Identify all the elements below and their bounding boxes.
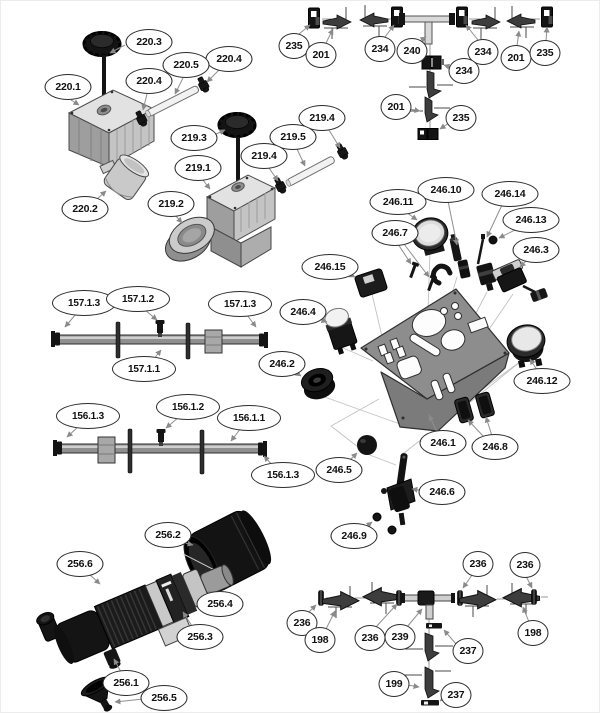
callout-156-1-3a[interactable]: 156.1.3 bbox=[56, 403, 120, 429]
callout-256-5[interactable]: 256.5 bbox=[140, 685, 188, 711]
push-button-246-12 bbox=[506, 324, 546, 368]
callout-246-5[interactable]: 246.5 bbox=[315, 457, 363, 483]
callout-246-9[interactable]: 246.9 bbox=[330, 523, 378, 549]
callout-246-8[interactable]: 246.8 bbox=[471, 434, 519, 460]
tank-assembly-220 bbox=[67, 30, 212, 201]
callout-246-7[interactable]: 246.7 bbox=[371, 220, 419, 246]
connector-block-246-15 bbox=[354, 268, 388, 298]
tank-assembly-219 bbox=[165, 111, 351, 268]
disc-237-upper bbox=[426, 623, 442, 629]
callout-236a[interactable]: 236 bbox=[462, 551, 494, 577]
drain-port bbox=[103, 648, 121, 669]
t-fitting-240 bbox=[399, 13, 455, 45]
callout-256-1[interactable]: 256.1 bbox=[102, 670, 150, 696]
callout-239[interactable]: 239 bbox=[384, 624, 416, 650]
filter-ring-219-2 bbox=[165, 216, 215, 262]
callout-220-2[interactable]: 220.2 bbox=[61, 196, 109, 222]
callout-156-1-2[interactable]: 156.1.2 bbox=[156, 394, 220, 420]
knob-246-2 bbox=[300, 368, 336, 400]
callout-201a[interactable]: 201 bbox=[305, 42, 337, 68]
lever-246-6 bbox=[381, 453, 416, 526]
callout-256-6[interactable]: 256.6 bbox=[56, 551, 104, 577]
callout-236d[interactable]: 236 bbox=[354, 625, 386, 651]
callout-156-1-3b[interactable]: 156.1.3 bbox=[251, 462, 315, 488]
callout-234a[interactable]: 234 bbox=[364, 36, 396, 62]
callout-198a[interactable]: 198 bbox=[304, 627, 336, 653]
callout-246-10[interactable]: 246.10 bbox=[417, 177, 475, 203]
callout-199[interactable]: 199 bbox=[378, 671, 410, 697]
callout-220-1[interactable]: 220.1 bbox=[44, 74, 92, 100]
mounting-brackets-top bbox=[308, 4, 553, 140]
control-panel-assembly-246 bbox=[300, 217, 548, 535]
filter-cup-220-2 bbox=[103, 154, 150, 201]
hose-clamp-235 bbox=[417, 128, 439, 140]
callout-246-3[interactable]: 246.3 bbox=[512, 237, 560, 263]
callout-246-14[interactable]: 246.14 bbox=[481, 181, 539, 207]
ball-knob-246-5 bbox=[357, 435, 377, 455]
pin-246-14 bbox=[476, 234, 485, 265]
callout-235b[interactable]: 235 bbox=[529, 40, 561, 66]
callout-246-2[interactable]: 246.2 bbox=[258, 351, 306, 377]
tank-cap-219-3 bbox=[216, 111, 258, 139]
callout-246-4[interactable]: 246.4 bbox=[279, 299, 327, 325]
hose-clamp-234 bbox=[421, 55, 444, 70]
callout-256-4[interactable]: 256.4 bbox=[196, 591, 244, 617]
callout-156-1-1[interactable]: 156.1.1 bbox=[217, 405, 281, 431]
hook-bracket bbox=[430, 263, 453, 286]
flag-bracket-201 bbox=[424, 96, 439, 123]
panel-face-246-1 bbox=[360, 288, 510, 400]
flag-bracket bbox=[426, 70, 443, 99]
callout-240[interactable]: 240 bbox=[396, 38, 428, 64]
mounting-brackets-bottom bbox=[318, 581, 548, 706]
callout-201b[interactable]: 201 bbox=[500, 45, 532, 71]
gauge-246-11 bbox=[411, 217, 449, 256]
ball-246-13 bbox=[488, 235, 498, 245]
callout-237b[interactable]: 237 bbox=[440, 682, 472, 708]
callout-235c[interactable]: 235 bbox=[445, 105, 477, 131]
disc-237-lower bbox=[421, 700, 439, 706]
tank-cap-220-3 bbox=[81, 30, 123, 58]
callout-220-4a[interactable]: 220.4 bbox=[205, 46, 253, 72]
callout-157-1-1[interactable]: 157.1.1 bbox=[112, 356, 176, 382]
callout-201c[interactable]: 201 bbox=[380, 94, 412, 120]
callout-246-6[interactable]: 246.6 bbox=[418, 479, 466, 505]
callout-246-11[interactable]: 246.11 bbox=[369, 189, 427, 215]
callout-220-3[interactable]: 220.3 bbox=[125, 29, 173, 55]
callout-234c[interactable]: 234 bbox=[448, 58, 480, 84]
callout-237a[interactable]: 237 bbox=[452, 638, 484, 664]
callout-246-13[interactable]: 246.13 bbox=[502, 207, 560, 233]
callout-246-1[interactable]: 246.1 bbox=[419, 430, 467, 456]
push-button-246-4 bbox=[324, 307, 358, 355]
callout-219-3[interactable]: 219.3 bbox=[170, 125, 218, 151]
callout-220-5[interactable]: 220.5 bbox=[162, 52, 210, 78]
callout-157-1-3a[interactable]: 157.1.3 bbox=[52, 290, 116, 316]
suction-tube-219-5 bbox=[284, 155, 336, 188]
callout-220-4b[interactable]: 220.4 bbox=[125, 68, 173, 94]
callout-198b[interactable]: 198 bbox=[517, 620, 549, 646]
callout-219-4b[interactable]: 219.4 bbox=[240, 143, 288, 169]
callout-219-2[interactable]: 219.2 bbox=[147, 191, 195, 217]
switch-246-3 bbox=[491, 259, 527, 293]
callout-235a[interactable]: 235 bbox=[278, 33, 310, 59]
callout-157-1-3b[interactable]: 157.1.3 bbox=[208, 291, 272, 317]
shaft-assembly-157 bbox=[51, 320, 268, 360]
callout-256-2[interactable]: 256.2 bbox=[144, 522, 192, 548]
callout-157-1-2[interactable]: 157.1.2 bbox=[106, 286, 170, 312]
callout-256-3[interactable]: 256.3 bbox=[176, 624, 224, 650]
joystick-base bbox=[476, 262, 497, 292]
t-fitting-239 bbox=[401, 590, 455, 620]
callout-219-1[interactable]: 219.1 bbox=[174, 155, 222, 181]
callout-236b[interactable]: 236 bbox=[509, 552, 541, 578]
callout-246-15[interactable]: 246.15 bbox=[301, 254, 359, 280]
nut-246-9 bbox=[372, 512, 382, 522]
flag-bracket-199 bbox=[424, 666, 440, 699]
funnel-256-5 bbox=[80, 676, 113, 712]
callout-246-12[interactable]: 246.12 bbox=[513, 368, 571, 394]
shaft-assembly-156 bbox=[53, 428, 267, 475]
flag-bracket-mid bbox=[424, 632, 440, 662]
